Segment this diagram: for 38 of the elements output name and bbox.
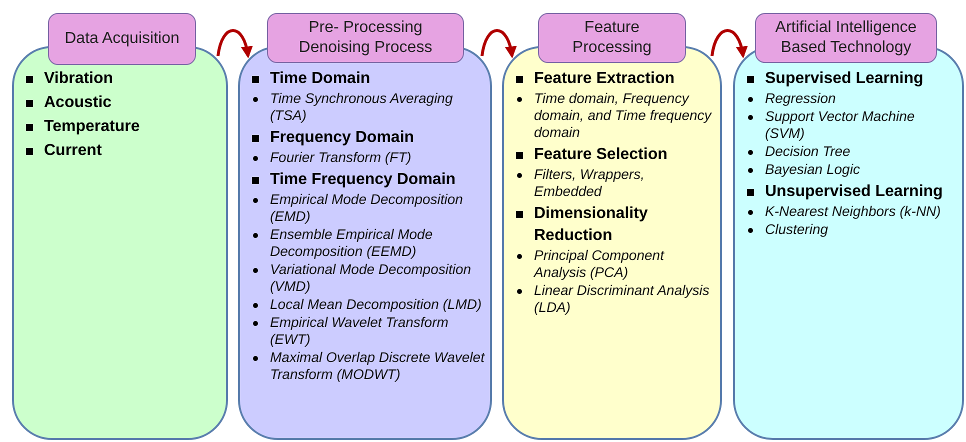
list-item: Fourier Transform (FT)	[270, 149, 412, 166]
stage-header: Pre- Processing Denoising Process	[267, 13, 464, 63]
list-heading: Frequency Domain	[270, 128, 414, 148]
list-item: Regression	[765, 90, 836, 107]
list-item: Local Mean Decomposition (LMD)	[270, 296, 482, 313]
list-heading: Current	[44, 141, 102, 161]
list-item: Ensemble Empirical Mode Decomposition (EEMD)	[270, 226, 434, 260]
list-item: Empirical Wavelet Transform (EWT)	[270, 314, 450, 348]
list-item: Filters, Wrappers, Embedded	[534, 166, 646, 200]
stage-header: Artificial Intelligence Based Technology	[755, 13, 937, 63]
list-item: Time domain, Frequency domain, and Time frequency domain	[534, 90, 713, 141]
list-heading: Unsupervised Learning	[765, 182, 943, 202]
list-item: Clustering	[765, 221, 828, 238]
list-heading: Dimensionality Reduction	[534, 204, 649, 246]
list-heading: Supervised Learning	[765, 69, 924, 89]
list-item: K-Nearest Neighbors (k-NN)	[765, 203, 941, 220]
list-heading: Feature Selection	[534, 145, 668, 165]
list-heading: Temperature	[44, 117, 140, 137]
list-heading: Time Domain	[270, 69, 370, 89]
stage-header: Data Acquisition	[48, 13, 196, 65]
list-item: Linear Discriminant Analysis (LDA)	[534, 282, 710, 316]
list-heading: Feature Extraction	[534, 69, 674, 89]
list-item: Decision Tree	[765, 143, 850, 160]
list-item: Maximal Overlap Discrete Wavelet Transform (MODWT)	[270, 349, 486, 383]
category-panel	[12, 46, 228, 440]
curved-arrow	[710, 29, 748, 58]
list-item: Support Vector Machine (SVM)	[765, 108, 916, 142]
list-item: Empirical Mode Decomposition (EMD)	[270, 191, 464, 225]
list-heading: Acoustic	[44, 93, 112, 113]
list-heading: Vibration	[44, 69, 114, 89]
list-heading: Time Frequency Domain	[270, 170, 456, 190]
list-item: Time Synchronous Averaging (TSA)	[270, 90, 454, 124]
list-item: Principal Component Analysis (PCA)	[534, 247, 666, 281]
curved-arrow	[480, 29, 516, 58]
list-item: Bayesian Logic	[765, 161, 860, 178]
stage-header: Feature Processing	[538, 13, 686, 63]
list-item: Variational Mode Decomposition (VMD)	[270, 261, 472, 295]
curved-arrow	[216, 29, 252, 58]
